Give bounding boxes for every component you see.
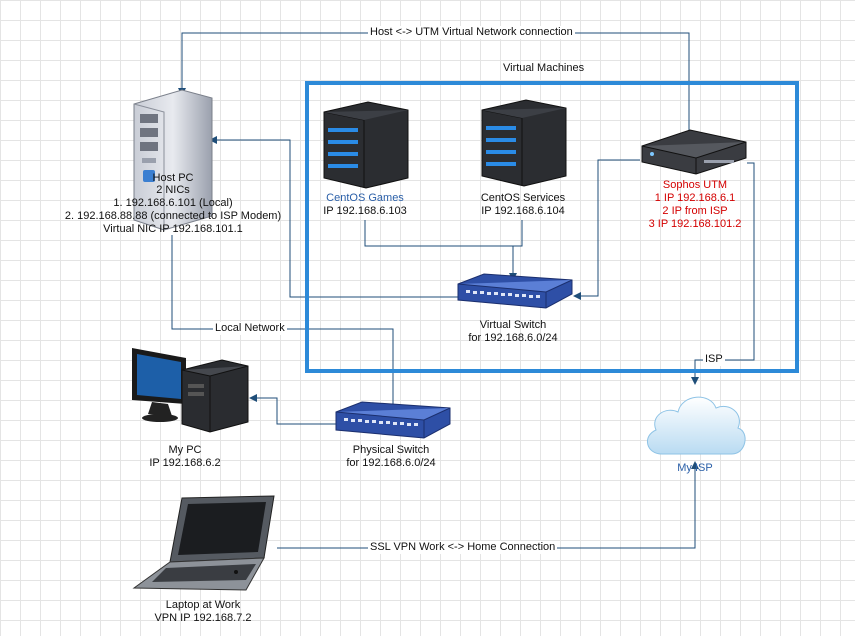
virtual-switch-subnet: for 192.168.6.0/24 <box>468 332 558 344</box>
my-pc-title: My PC <box>168 444 202 456</box>
my-pc <box>128 344 252 439</box>
appliance-icon <box>641 129 747 175</box>
centos-games-title: CentOS Games <box>326 192 404 204</box>
isp-label: ISP <box>703 353 725 366</box>
rack-server-icon <box>323 101 409 189</box>
my-isp-title: My ISP <box>677 462 713 474</box>
virtual-switch-title: Virtual Switch <box>479 319 547 331</box>
laptop-at-work <box>128 492 278 601</box>
my-isp-cloud <box>640 382 750 467</box>
games-vswitch-connector <box>364 220 513 247</box>
ssl-vpn-connector <box>277 461 699 549</box>
desktop-computer-icon <box>132 348 249 433</box>
centos-games-ip: IP 192.168.6.103 <box>323 205 407 217</box>
host-pc-title: Host PC <box>152 172 194 184</box>
sophos-ip-2: 2 IP from ISP <box>662 205 728 217</box>
host-pc-tower <box>130 84 216 239</box>
sophos-isp-connector <box>691 162 755 385</box>
centos-services-title: CentOS Services <box>480 192 566 204</box>
physical-switch-title: Physical Switch <box>352 444 430 456</box>
sophos-vswitch-connector <box>573 159 640 300</box>
sophos-ip-1: 1 IP 192.168.6.1 <box>654 192 736 204</box>
host-pc-nics: 2 NICs <box>156 184 190 196</box>
host-utm-connection-label: Host <-> UTM Virtual Network connection <box>368 26 575 39</box>
laptop-title: Laptop at Work <box>165 599 241 611</box>
pswitch-mypc-connector <box>249 394 336 425</box>
vswitch-host-connector <box>209 136 458 298</box>
physical-switch <box>334 400 452 451</box>
sophos-title: Sophos UTM <box>662 179 728 191</box>
local-network-label: Local Network <box>213 322 287 335</box>
virtual-machines-label: Virtual Machines <box>503 62 585 74</box>
sophos-ip-3: 3 IP 192.168.101.2 <box>648 218 742 230</box>
network-switch-icon <box>457 273 573 309</box>
services-vswitch-connector <box>509 220 523 281</box>
centos-games-server <box>320 98 412 195</box>
cloud-icon <box>647 396 746 455</box>
sophos-utm-appliance <box>638 124 750 183</box>
my-pc-ip: IP 192.168.6.2 <box>149 457 221 469</box>
host-pc-ip-local: 1. 192.168.6.101 (Local) <box>113 197 233 209</box>
physical-switch-subnet: for 192.168.6.0/24 <box>346 457 436 469</box>
server-tower-icon <box>133 89 213 231</box>
rack-server-icon <box>481 99 567 187</box>
laptop-icon <box>132 495 275 591</box>
host-pc-ip-isp: 2. 192.168.88.88 (connected to ISP Modem… <box>64 210 282 222</box>
host-pc-virtual-nic: Virtual NIC IP 192.168.101.1 <box>103 223 243 235</box>
virtual-switch <box>456 272 574 321</box>
centos-services-ip: IP 192.168.6.104 <box>481 205 565 217</box>
laptop-ip: VPN IP 192.168.7.2 <box>154 612 252 624</box>
virtual-machines-container <box>305 81 799 373</box>
centos-services-server <box>478 96 570 193</box>
ssl-vpn-label: SSL VPN Work <-> Home Connection <box>368 541 558 554</box>
network-switch-icon <box>335 401 451 439</box>
